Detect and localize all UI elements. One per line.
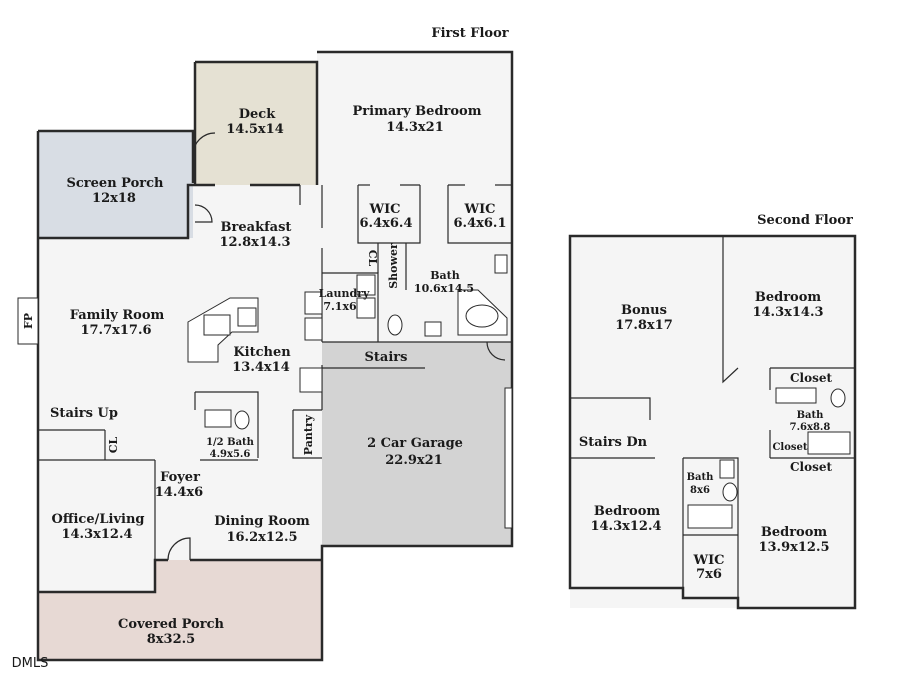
foyer-door-swing [167,537,191,561]
bedroom-se-dim: 13.9x12.5 [758,540,829,555]
range [304,317,323,341]
garage-door-swing [486,341,506,361]
screen-porch-fill [38,131,193,238]
second-bath-toilet [830,388,846,408]
bonus-label: Bonus [621,303,667,318]
fridge [304,291,323,315]
kitchen-sink [203,314,231,336]
screen-porch-label: Screen Porch [67,176,165,191]
covered-porch-dim: 8x32.5 [147,632,195,647]
bedroom-ne-label: Bedroom [755,290,822,305]
foyer-label: Foyer [160,470,200,485]
wic-2f-label: WIC [692,553,724,568]
first-floor-title: First Floor [431,26,508,41]
center-bath-sink [719,459,735,479]
kitchen-label: Kitchen [233,345,291,360]
fireplace [17,297,39,345]
tub-basin [465,304,499,328]
deck-label: Deck [239,107,276,122]
screen-porch-door-swing [194,204,213,223]
stairs-up-label: Stairs Up [50,406,118,421]
wic-left-dim: 6.4x6.4 [360,216,413,231]
breakfast-dim: 12.8x14.3 [219,235,290,250]
watermark-text: DMLS [12,656,49,671]
office-label: Office/Living [52,512,145,527]
shower-label: Shower [387,243,400,289]
bath-sink-right [494,254,508,274]
garage-fill [322,342,512,546]
fp-label: FP [22,313,35,329]
family-room-dim: 17.7x17.6 [80,323,151,338]
covered-porch-fill [38,560,322,660]
cl-upper-label: CL [366,250,379,267]
screen-porch-dim: 12x18 [92,191,136,206]
half-bath-dim: 4.9x5.6 [210,449,251,460]
closet-bottom-label: Closet [790,460,833,474]
second-bath-vanity [775,387,817,404]
second-bath-tub [807,431,851,455]
pantry-shelf [299,367,323,393]
breakfast-label: Breakfast [221,220,292,235]
center-bath-toilet [722,482,738,502]
office-dim: 14.3x12.4 [61,527,132,542]
wic-right-dim: 6.4x6.1 [454,216,507,231]
kitchen-dim: 13.4x14 [232,360,290,375]
closet-top-label: Closet [790,371,833,385]
labels: First Floor Second Floor Deck 14.5x14 Sc… [12,26,853,671]
first-floor-walls [36,50,514,662]
closet-small-label: Closet [772,442,807,453]
bath-center-label: Bath [687,472,715,483]
cl-lower-label: CL [107,436,120,453]
bath-dim: 10.6x14.5 [414,282,474,295]
dining-label: Dining Room [214,514,310,529]
bedroom-se-label: Bedroom [761,525,828,540]
dryer [356,297,376,319]
washer [356,274,376,296]
primary-bedroom-dim: 14.3x21 [386,120,444,135]
deck-dim: 14.5x14 [226,122,284,137]
stairs-label: Stairs [365,350,408,365]
dining-dim: 16.2x12.5 [226,530,297,545]
first-floor-fixtures [17,132,513,561]
half-bath-label: 1/2 Bath [206,437,255,448]
bath-right-label: Bath [797,410,825,421]
stairs-dn-label: Stairs Dn [579,435,648,450]
foyer-dim: 14.4x6 [155,485,203,500]
garage-dim: 22.9x21 [385,453,443,468]
bath-right-dim: 7.6x8.8 [790,422,831,433]
bath-center-dim: 8x6 [690,485,710,496]
laundry-dim: 7.1x6 [323,300,357,313]
first-floor-fills [38,52,512,660]
pantry-label: Pantry [302,414,315,455]
primary-bedroom-label: Primary Bedroom [353,104,482,119]
family-room-label: Family Room [70,308,165,323]
wic-left-label: WIC [368,202,400,217]
bath-sink-bottom [424,321,442,337]
half-bath-toilet [234,410,250,430]
deck-door-swing [192,132,216,156]
bonus-dim: 17.8x17 [615,318,673,333]
bedroom-sw-label: Bedroom [594,504,661,519]
covered-porch-label: Covered Porch [118,617,224,632]
wic-2f-dim: 7x6 [696,567,722,582]
deck-fill [195,62,317,185]
center-bath-tub [687,504,733,529]
second-floor-shell [568,234,857,610]
bedroom-ne-dim: 14.3x14.3 [752,305,823,320]
second-floor-title: Second Floor [757,213,853,228]
half-bath-sink [204,409,232,428]
bedroom-sw-dim: 14.3x12.4 [590,519,661,534]
dishwasher [237,307,257,327]
wic-right-label: WIC [463,202,495,217]
garage-door [504,387,513,529]
laundry-label: Laundry [319,287,370,300]
garage-label: 2 Car Garage [367,436,463,451]
primary-toilet [387,314,403,336]
bath-label: Bath [430,269,460,282]
